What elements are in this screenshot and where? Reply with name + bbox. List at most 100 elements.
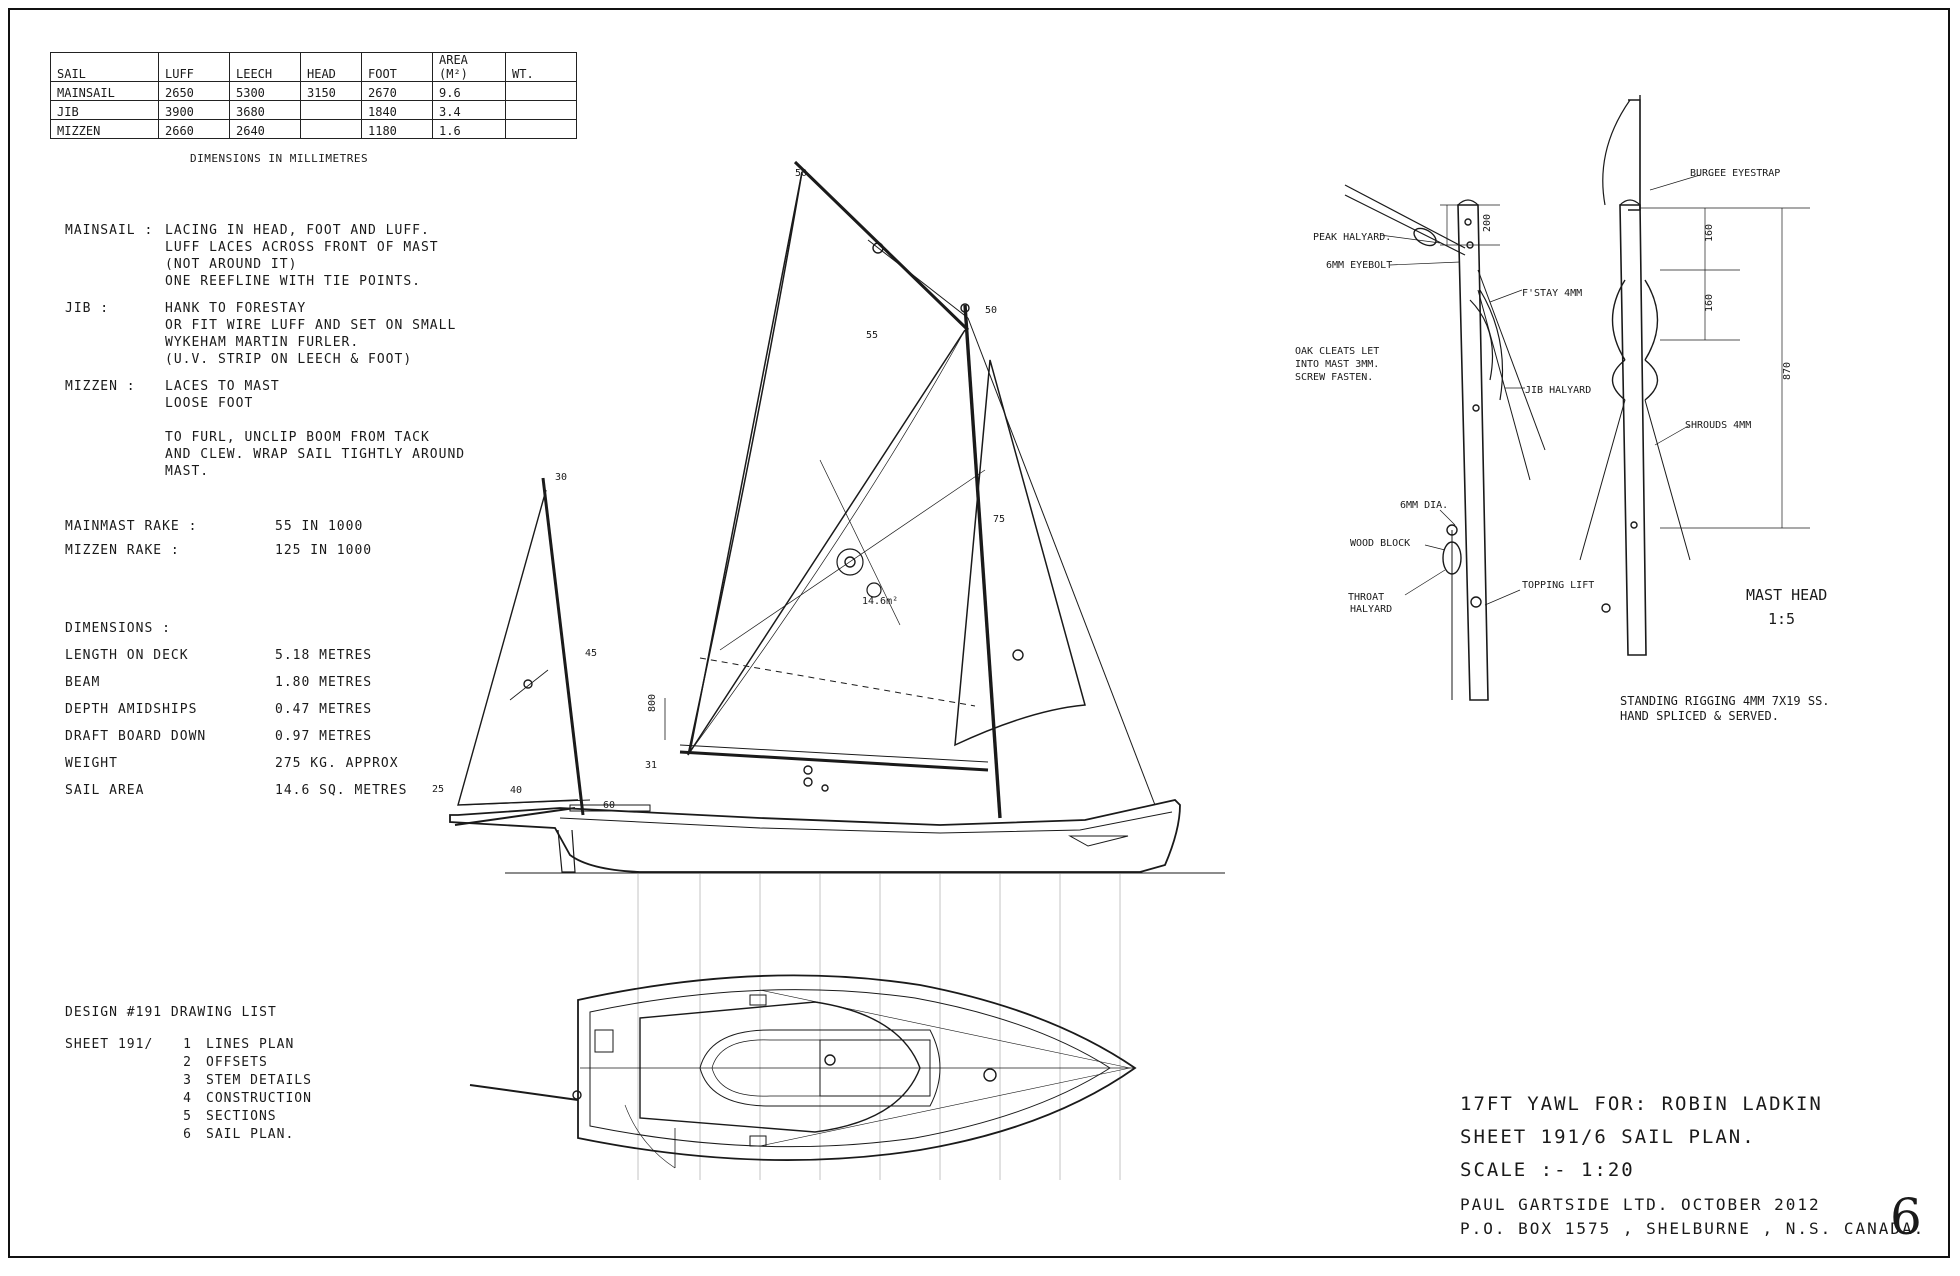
dimension-label: Depth amidships — [65, 702, 198, 717]
mizzen-sail — [457, 489, 579, 806]
note-line: One reefline with tie points. — [165, 274, 421, 289]
masthead-sheave — [960, 303, 970, 313]
leader — [1654, 424, 1691, 446]
dimension-row: Length on deck 5.18 metres — [65, 642, 407, 669]
forestay — [967, 317, 1156, 806]
dimension-label: 30 — [555, 472, 567, 483]
cockpit-coaming — [639, 1001, 921, 1133]
dimension-value: 5.18 metres — [275, 648, 373, 663]
halyard-block — [1413, 227, 1437, 247]
sheave — [1472, 404, 1480, 412]
cleat — [749, 994, 767, 1006]
note-line: or fit wire luff and set on small — [165, 318, 457, 333]
leader — [1439, 509, 1456, 526]
dimension-value: 1.80 metres — [275, 675, 373, 690]
dimension-label: 50 — [985, 305, 997, 316]
dimension-label: 55 — [866, 330, 878, 341]
table-cell: 2660 — [158, 119, 230, 139]
gaff — [793, 160, 970, 332]
dimension-row: Sail area14.6 sq. metres — [65, 777, 407, 804]
title-line: 17ft Yawl for: Robin Ladkin — [1460, 1093, 1823, 1115]
dimension-row: Draft board down 0.97 metres — [65, 723, 407, 750]
note-line: Laces to mast — [165, 379, 280, 394]
rigging-note: Standing rigging 4mm 7x19 SS. Hand splic… — [1620, 694, 1830, 723]
main-mast — [963, 304, 1002, 819]
ce-marker — [1012, 649, 1024, 661]
mast-truck — [1457, 199, 1479, 206]
note-line: Wykeham Martin furler. — [165, 335, 360, 350]
table-note: Dimensions in millimetres — [190, 152, 369, 165]
mainsail-foot — [679, 744, 989, 763]
sheave — [1630, 521, 1638, 529]
ce-marker — [866, 582, 882, 598]
main-boom — [679, 750, 989, 772]
leader — [1649, 174, 1701, 191]
fitting — [821, 784, 829, 792]
dimension-label: 40 — [510, 785, 522, 796]
label-cleats: Oak cleats let — [1295, 346, 1379, 357]
sheave — [1464, 218, 1472, 226]
sheet-title: Lines plan — [206, 1037, 295, 1052]
gaff-jaw-line — [1344, 184, 1466, 249]
sheet-number: 2 — [183, 1055, 192, 1070]
table-cell: Mizzen — [50, 119, 159, 139]
dimension-label: 870 — [1782, 362, 1793, 380]
sheet-title: Stem details — [206, 1073, 312, 1088]
list-item: 3Stem details — [65, 1072, 312, 1090]
rake-row: Mizzen rake :125 in 1000 — [65, 539, 372, 563]
mast-head-side — [1457, 204, 1489, 701]
deck-fitting — [594, 1029, 614, 1053]
dimension-label: 60 — [603, 800, 615, 811]
table-cell: 1180 — [361, 119, 433, 139]
dimension-row: Depth amidships 0.47 metres — [65, 696, 407, 723]
note-line: Hank to forestay — [165, 301, 307, 316]
label-cleats: into mast 3mm. — [1295, 359, 1379, 370]
shroud-eyes-lower — [1611, 359, 1659, 401]
list-item: 4Construction — [65, 1090, 312, 1108]
burgee-staff — [1628, 99, 1641, 211]
sheet-number: 5 — [183, 1109, 192, 1124]
mast-head-labels: Burgee eyestrap Peak halyard. 6mm eyebol… — [1295, 168, 1793, 615]
dimension-value: 0.97 metres — [275, 729, 373, 744]
label-burgee: Burgee eyestrap — [1690, 168, 1780, 179]
note-line: mast. — [165, 464, 210, 479]
sheet-title: Offsets — [206, 1055, 268, 1070]
dimension-value: 0.47 metres — [275, 702, 373, 717]
sheet-number: 6 — [1890, 1188, 1922, 1246]
note-line: To furl, unclip boom from tack — [165, 430, 430, 445]
table-row: Mizzen 2660 2640 1180 1.6 — [50, 119, 577, 139]
shroud-line — [759, 1067, 1131, 1147]
label-jib-halyard: Jib halyard — [1525, 385, 1591, 396]
peak-halyard — [867, 239, 969, 319]
label-eyebolt: 6mm eyebolt — [1326, 260, 1392, 271]
drawing-border — [8, 8, 1950, 1258]
title-line: P.O. Box 1575 , Shelburne , N.S. Canada. — [1460, 1219, 1926, 1238]
note-line: loose foot — [165, 396, 254, 411]
jib-halyard-line — [1477, 289, 1531, 481]
eye — [1446, 524, 1458, 536]
table-header-cell: Area (m²) — [432, 52, 506, 82]
dimension-labels: 14.6m² 800 50 50 55 75 30 40 45 60 31 25 — [432, 168, 1005, 811]
mast-rake: Mainmast rake :55 in 1000 Mizzen rake :1… — [65, 515, 372, 563]
table-header-cell: Wt. — [505, 52, 577, 82]
note-line: and clew. Wrap sail tightly around — [165, 447, 466, 462]
sheer-line — [559, 811, 1173, 834]
mizzen-ce — [523, 679, 533, 689]
jib-sail — [954, 359, 1086, 747]
mizzen-mast-position — [572, 1090, 582, 1100]
dimension-label: 31 — [645, 760, 657, 771]
mast-head-caption: Mast head 1:5 — [1746, 586, 1827, 628]
leader — [1489, 289, 1523, 303]
dimension-label: Length on deck — [65, 648, 189, 663]
deck-plan — [469, 974, 1137, 1169]
sheet-title: Sections — [206, 1109, 277, 1124]
label-peak-halyard: Peak halyard. — [1313, 232, 1391, 243]
note-key: Mainsail : — [65, 223, 154, 238]
list-item: 5 Sections — [65, 1108, 312, 1126]
leader — [1484, 589, 1521, 606]
mast-head-detail: Burgee eyestrap Peak halyard. 6mm eyebol… — [1295, 95, 1830, 723]
dimension-label: Draft board down — [65, 729, 207, 744]
table-cell — [505, 119, 577, 139]
label-throat: halyard — [1350, 604, 1392, 615]
leader — [1379, 234, 1441, 244]
